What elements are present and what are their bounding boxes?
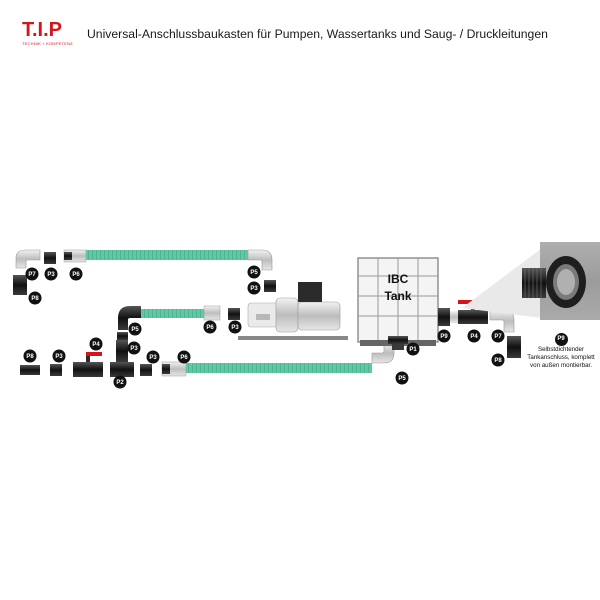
note-text: Selbstdichtender Tankanschluss, komplett… — [527, 346, 595, 369]
svg-text:P6: P6 — [180, 355, 188, 361]
logo-mark: T.I.P — [22, 19, 63, 41]
badge-p3-tee: P3 — [127, 341, 141, 355]
badge-p3-bottom-left: P3 — [52, 349, 66, 363]
strainer-p8-left — [20, 365, 40, 375]
badge-p5-top-right: P5 — [247, 265, 261, 279]
coupling-p3-right — [264, 280, 276, 292]
ibc-tank: IBC Tank — [357, 257, 439, 346]
svg-text:P8: P8 — [31, 296, 39, 302]
tee-p2 — [110, 340, 134, 377]
hose-tail-p6-middle — [203, 305, 221, 321]
svg-text:P4: P4 — [470, 334, 478, 340]
svg-text:P5: P5 — [398, 376, 406, 382]
svg-text:P2: P2 — [116, 380, 124, 386]
badge-p3-top-left: P3 — [44, 267, 58, 281]
elbow-middle-left — [118, 306, 141, 330]
page-title: Universal-Anschlussbaukasten für Pumpen,… — [87, 27, 548, 41]
label-badges: P7 P3 P6 P8 P5 P3 P5 P6 P3 P4 P3 P8 P3 P… — [23, 265, 505, 389]
ball-valve-p4-left — [73, 352, 103, 377]
tank-connector-p9 — [438, 308, 450, 326]
svg-text:P4: P4 — [92, 342, 100, 348]
tank-label-line1: IBC — [388, 272, 409, 286]
svg-text:P7: P7 — [28, 272, 36, 278]
svg-text:P5: P5 — [131, 327, 139, 333]
badge-p7-top-left: P7 — [25, 267, 39, 281]
badge-p3-bottom-mid: P3 — [146, 350, 160, 364]
brand-logo: T.I.P TECHNIK + KOMPETENZ — [22, 20, 74, 48]
badge-p7-right: P7 — [491, 329, 505, 343]
badge-p5-bottom: P5 — [395, 371, 409, 385]
badge-p6-middle: P6 — [203, 320, 217, 334]
hose-middle — [141, 309, 204, 318]
badge-p9-right: P9 — [437, 329, 451, 343]
coupling-p3-top-left — [44, 252, 56, 264]
badge-p2: P2 — [113, 375, 127, 389]
badge-p8-right: P8 — [491, 353, 505, 367]
coupling-p3-middle — [228, 308, 240, 320]
coupling-p3-bottom-mid — [140, 364, 152, 376]
strainer-p8-top — [13, 275, 27, 295]
svg-text:P6: P6 — [206, 325, 214, 331]
coupling-p3-tee-top — [117, 332, 128, 340]
badge-p3-top-right: P3 — [247, 281, 261, 295]
svg-text:P3: P3 — [149, 355, 157, 361]
badge-p4-left: P4 — [89, 337, 103, 351]
note-badge-p9: P9 — [554, 333, 568, 346]
hose-bottom — [186, 363, 372, 373]
svg-text:P8: P8 — [26, 354, 34, 360]
strainer-p8-right — [507, 336, 521, 358]
zoom-callout — [462, 248, 542, 318]
svg-text:P3: P3 — [250, 286, 258, 292]
badge-p5-middle: P5 — [128, 322, 142, 336]
svg-text:P6: P6 — [72, 272, 80, 278]
badge-p8-top-left: P8 — [28, 291, 42, 305]
hose-top — [86, 250, 248, 260]
badge-p3-middle: P3 — [228, 320, 242, 334]
svg-text:P3: P3 — [47, 272, 55, 278]
svg-text:P3: P3 — [130, 346, 138, 352]
tank-connector-note: P9 Selbstdichtender Tankanschluss, kompl… — [526, 333, 596, 370]
header: T.I.P TECHNIK + KOMPETENZ Universal-Ansc… — [0, 0, 600, 50]
svg-text:P3: P3 — [55, 354, 63, 360]
svg-text:P9: P9 — [440, 334, 448, 340]
badge-p1: P1 — [406, 342, 420, 356]
badge-p6-top-left: P6 — [69, 267, 83, 281]
elbow-top-left — [15, 249, 41, 269]
badge-p6-bottom: P6 — [177, 350, 191, 364]
tank-label-line2: Tank — [384, 289, 411, 303]
coupling-p3-bottom-left — [50, 364, 62, 376]
tank-outlet-p1 — [388, 336, 408, 350]
svg-text:P3: P3 — [231, 325, 239, 331]
svg-text:P1: P1 — [409, 347, 417, 353]
svg-text:P7: P7 — [494, 334, 502, 340]
badge-p8-bottom-left: P8 — [23, 349, 37, 363]
badge-p4-right: P4 — [467, 329, 481, 343]
logo-subtext: TECHNIK + KOMPETENZ — [22, 41, 73, 46]
pump — [238, 282, 348, 340]
svg-text:P5: P5 — [250, 270, 258, 276]
tank-connector-detail — [522, 242, 600, 320]
svg-text:P8: P8 — [494, 358, 502, 364]
elbow-top-right — [247, 249, 273, 271]
